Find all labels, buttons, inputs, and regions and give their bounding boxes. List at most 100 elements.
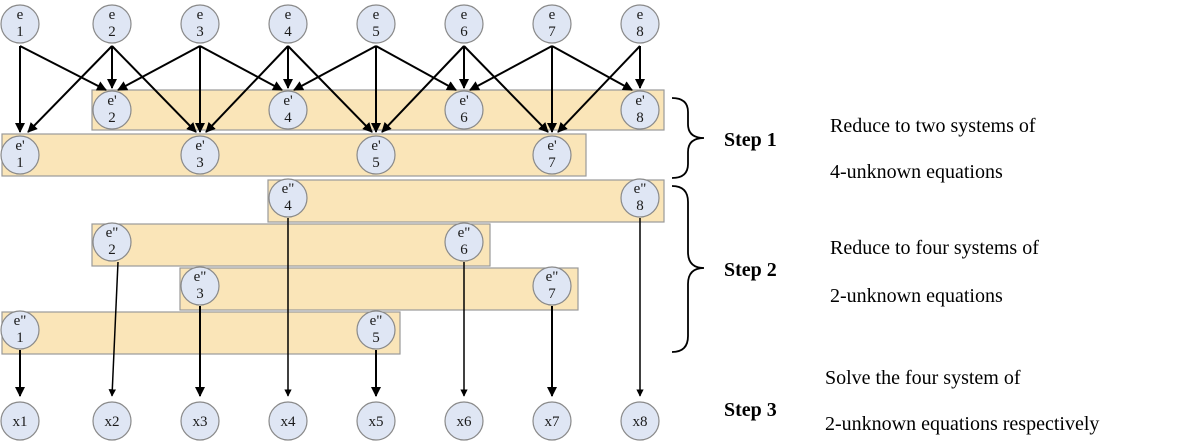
node-label: e [17,7,24,23]
step-3-desc-line-2: 2-unknown equations respectively [825,413,1099,435]
node-index: 8 [636,110,644,126]
node-e1-4: e'4 [268,90,308,130]
node-index: 4 [284,198,292,214]
node-index: 8 [636,198,644,214]
node-label: x8 [633,414,648,430]
node-e1-8: e'8 [620,90,660,130]
node-x-8: x8 [620,401,660,441]
node-x-5: x5 [356,401,396,441]
node-x-3: x3 [180,401,220,441]
node-x-4: x4 [268,401,308,441]
node-x-7: x7 [532,401,572,441]
edge-e6-e7p [463,45,549,133]
node-x-6: x6 [444,401,484,441]
step-1-label: Step 1 [724,129,777,151]
band-step2-4-8 [267,179,665,223]
step-1-desc-line-2: 4-unknown equations [830,161,1003,183]
edge-e4-e5p [287,45,373,133]
edge-e2-e1p [27,45,113,133]
node-index: 8 [636,24,644,40]
node-e1-2: e'2 [92,90,132,130]
node-e-3: e3 [180,4,220,44]
node-label: e [197,7,204,23]
node-e2-5: e"5 [356,310,396,350]
node-label: e' [547,138,557,154]
node-index: 2 [108,242,116,258]
node-label: x2 [105,414,120,430]
braces [671,97,705,353]
node-label: e' [107,93,117,109]
node-index: 2 [108,110,116,126]
node-label: x5 [369,414,384,430]
node-label: e' [195,138,205,154]
node-e2-1: e"1 [0,310,40,350]
step-3-desc-line-1: Solve the four system of [825,367,1021,389]
step-descriptions: Reduce to two systems of 4-unknown equat… [825,115,1099,435]
node-x-1: x1 [0,401,40,441]
node-label: e [373,7,380,23]
node-label: e" [634,181,647,197]
node-e1-6: e'6 [444,90,484,130]
node-index: 1 [16,155,24,171]
node-e2-3: e"3 [180,266,220,306]
node-e2-8: e"8 [620,178,660,218]
step-3-label: Step 3 [724,399,777,421]
node-e-7: e7 [532,4,572,44]
node-index: 5 [372,155,380,171]
node-index: 4 [284,110,292,126]
node-e-1: e1 [0,4,40,44]
node-label: e" [458,225,471,241]
edge-e2pp-x2 [108,261,119,397]
edge-e7-e8p [551,45,633,91]
node-index: 6 [460,110,468,126]
band-step2-2-6 [91,223,491,267]
node-e1-5: e'5 [356,135,396,175]
node-row-e-prime: e'1 e'2 e'3 e'4 e'5 e'6 e'7 e'8 [0,90,660,175]
edge-e1-e2p [19,45,107,91]
node-index: 3 [196,286,204,302]
step-2-label: Step 2 [724,259,777,281]
edge-e4-e3p [205,45,289,133]
node-index: 7 [548,24,556,40]
edge-e2-e3p [111,45,197,133]
node-e2-2: e"2 [92,222,132,262]
edge-e3-e4p [199,45,283,91]
edges [15,45,645,397]
node-label: x7 [545,414,561,430]
brace-step2 [671,185,705,353]
edge-e6-e5p [381,45,465,133]
node-index: 7 [548,155,556,171]
node-e1-7: e'7 [532,135,572,175]
node-index: 4 [284,24,292,40]
node-index: 7 [548,286,556,302]
node-label: e [637,7,644,23]
node-label: e' [283,93,293,109]
node-label: x3 [193,414,208,430]
node-e-5: e5 [356,4,396,44]
node-label: e" [546,269,559,285]
node-e-8: e8 [620,4,660,44]
node-label: e" [194,269,207,285]
step-2-desc-line-1: Reduce to four systems of [830,237,1039,259]
node-index: 6 [460,242,468,258]
node-index: 5 [372,24,380,40]
node-label: e [109,7,116,23]
brace-step1 [671,97,705,179]
step-1-desc-line-1: Reduce to two systems of [830,115,1036,137]
node-label: x6 [457,414,473,430]
node-label: e" [14,313,27,329]
node-e-6: e6 [444,4,484,44]
node-index: 1 [16,330,24,346]
edge-e5-e4p [293,45,377,91]
node-row-e: e1 e2 e3 e4 e5 e6 e7 e8 [0,4,660,44]
node-e1-1: e'1 [0,135,40,175]
node-label: e" [370,313,383,329]
node-index: 3 [196,155,204,171]
edge-e8-e7p [557,45,641,133]
node-e-2: e2 [92,4,132,44]
node-label: e" [282,181,295,197]
node-index: 5 [372,330,380,346]
node-label: e' [635,93,645,109]
node-label: x1 [13,414,28,430]
